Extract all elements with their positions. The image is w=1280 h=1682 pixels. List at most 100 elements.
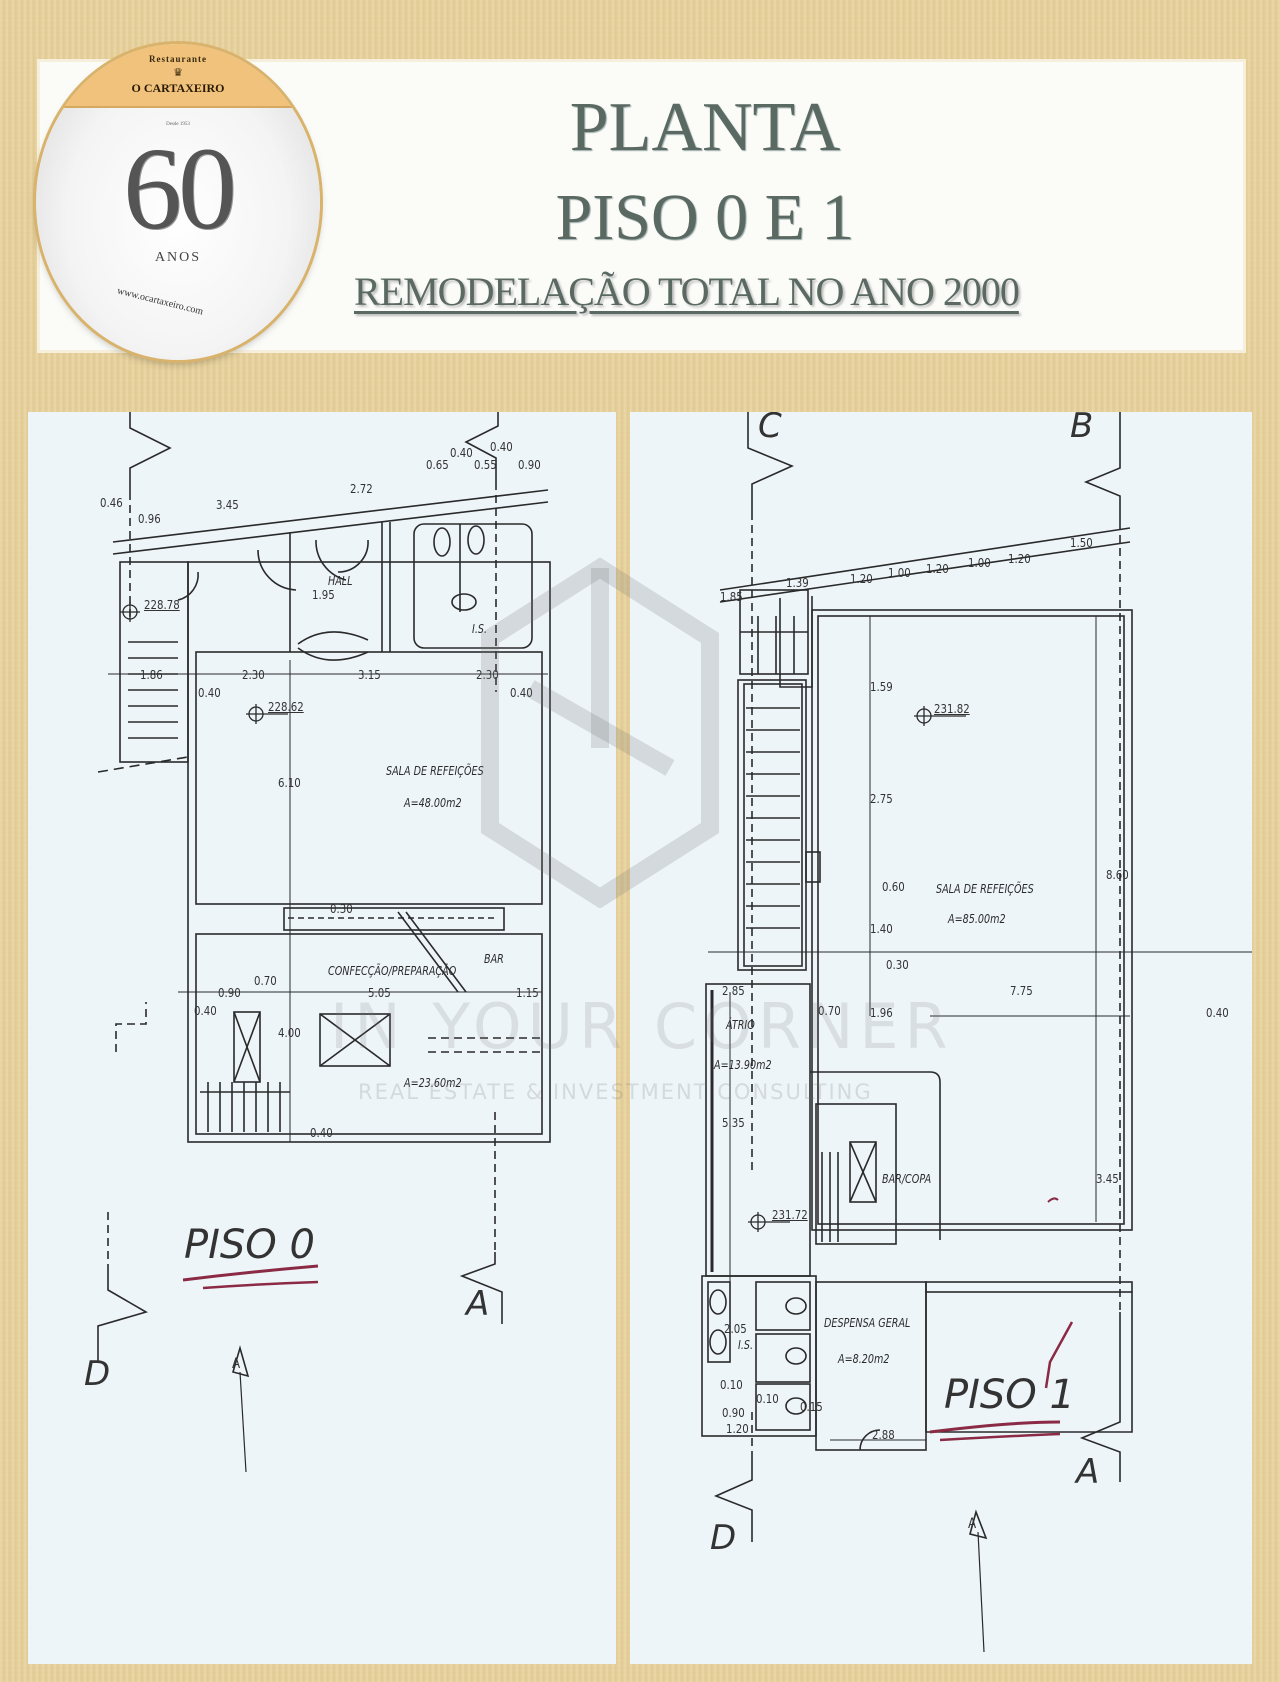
crown-icon: ♛ xyxy=(173,67,183,79)
room-area-sala-refeicoes: A=85.00m2 xyxy=(948,912,1006,926)
logo-band xyxy=(36,44,320,108)
page-subtitle-floors: PISO 0 E 1 xyxy=(555,181,855,254)
restaurant-logo-plate: Restaurante ♛ O CARTAXEIRO Desde 1953 60… xyxy=(36,44,320,360)
level-mark: 231.72 xyxy=(772,1208,808,1222)
room-area-atrio: A=13.90m2 xyxy=(714,1058,772,1072)
dimension-label: 1.95 xyxy=(312,588,335,602)
dimension-label: 3.45 xyxy=(1096,1172,1119,1186)
logo-website: www.ocartaxeiro.com xyxy=(115,285,205,318)
section-mark-a: A xyxy=(1076,1452,1100,1492)
dimension-label: 1.96 xyxy=(870,1006,893,1020)
floor0-drawing xyxy=(97,412,551,1473)
dimension-label: 1.20 xyxy=(1008,552,1031,566)
room-label-bar-copa: BAR/COPA xyxy=(882,1172,932,1186)
dimension-label: 1.59 xyxy=(870,680,893,694)
watermark-text: IN YOUR CORNER xyxy=(330,990,954,1063)
room-label-hall: HALL xyxy=(328,574,353,588)
floor1-drawing xyxy=(701,412,1252,1653)
dimension-label: 0.40 xyxy=(198,686,221,700)
level-mark: 231.82 xyxy=(934,702,970,716)
dimension-label: 0.96 xyxy=(138,512,161,526)
dimension-label: 2.72 xyxy=(350,482,373,496)
room-label-atrio: ÁTRIO xyxy=(726,1018,755,1032)
dimension-label: 2.75 xyxy=(870,792,893,806)
section-mark-d: D xyxy=(84,1354,111,1394)
dimension-label: 0.30 xyxy=(886,958,909,972)
dimension-label: 0.60 xyxy=(882,880,905,894)
dimension-label: 8.60 xyxy=(1106,868,1129,882)
dimension-label: 2.88 xyxy=(872,1428,895,1442)
room-label-is: I.S. xyxy=(472,622,488,636)
page-title: PLANTA xyxy=(569,89,841,166)
dimension-label: 0.90 xyxy=(518,458,541,472)
section-mark-a: A xyxy=(466,1284,490,1324)
dimension-label: 2.30 xyxy=(242,668,265,682)
dimension-label: 1.85 xyxy=(720,590,743,604)
floor-label-piso-0: PISO 0 xyxy=(184,1222,315,1268)
dimension-label: 3.15 xyxy=(358,668,381,682)
page-subtitle-remodel: REMODELAÇÃO TOTAL NO ANO 2000 xyxy=(354,269,1020,314)
dimension-label: 0.70 xyxy=(254,974,277,988)
north-arrow-mark: A xyxy=(232,1356,241,1372)
room-label-bar: BAR xyxy=(484,952,504,966)
dimension-label: 0.46 xyxy=(100,496,123,510)
floor-label-piso-1: PISO 1 xyxy=(944,1372,1075,1418)
dimension-label: 2.30 xyxy=(476,668,499,682)
level-mark: 228.62 xyxy=(268,700,304,714)
room-label-confeccao: CONFECÇÃO/PREPARAÇÃO xyxy=(328,964,457,978)
dimension-label: 6.10 xyxy=(278,776,301,790)
room-label-sala-refeicoes: SALA DE REFEIÇÕES xyxy=(386,764,484,778)
dimension-label: 1.20 xyxy=(726,1422,749,1436)
dimension-label: 7.75 xyxy=(1010,984,1033,998)
dimension-label: 0.10 xyxy=(756,1392,779,1406)
dimension-label: 1.00 xyxy=(888,566,911,580)
dimension-label: 0.40 xyxy=(490,440,513,454)
dimension-label: 0.70 xyxy=(818,1004,841,1018)
section-mark-b: B xyxy=(1070,412,1094,446)
room-label-is: I.S. xyxy=(738,1338,754,1352)
dimension-label: 1.20 xyxy=(926,562,949,576)
dimension-label: 1.50 xyxy=(1070,536,1093,550)
watermark-logo-icon xyxy=(481,557,719,908)
logo-years-label: ANOS xyxy=(154,250,202,265)
room-label-despensa-geral: DESPENSA GERAL xyxy=(824,1316,911,1330)
dimension-label: 0.30 xyxy=(330,902,353,916)
room-area-despensa-geral: A=8.20m2 xyxy=(838,1352,890,1366)
logo-years-number: 60 xyxy=(123,123,237,254)
dimension-label: 0.10 xyxy=(720,1378,743,1392)
dimension-label: 0.65 xyxy=(426,458,449,472)
dimension-label: 0.90 xyxy=(722,1406,745,1420)
dimension-label: 5.35 xyxy=(722,1116,745,1130)
floor-plan-piso-1: 1.85 1.39 1.20 1.00 1.20 1.00 1.20 1.50 … xyxy=(630,412,1252,1664)
dimension-label: 1.39 xyxy=(786,576,809,590)
dimension-label: 0.40 xyxy=(510,686,533,700)
room-area-kitchen: A=23.60m2 xyxy=(404,1076,462,1090)
dimension-label: 1.15 xyxy=(516,986,539,1000)
dimension-label: 2.85 xyxy=(722,984,745,998)
section-mark-d: D xyxy=(710,1518,737,1558)
dimension-label: 1.20 xyxy=(850,572,873,586)
dimension-label: 3.45 xyxy=(216,498,239,512)
dimension-label: 4.00 xyxy=(278,1026,301,1040)
dimension-label: 1.86 xyxy=(140,668,163,682)
dimension-label: 0.90 xyxy=(218,986,241,1000)
section-mark-c: C xyxy=(758,412,782,446)
floor-plan-piso-0: 0.46 0.96 3.45 2.72 0.65 0.40 0.55 0.40 … xyxy=(28,412,616,1664)
dimension-label: 0.40 xyxy=(194,1004,217,1018)
dimension-label: 0.40 xyxy=(310,1126,333,1140)
room-label-sala-refeicoes: SALA DE REFEIÇÕES xyxy=(936,882,1034,896)
dimension-label: 5.05 xyxy=(368,986,391,1000)
dimension-label: 1.00 xyxy=(968,556,991,570)
room-area-sala-refeicoes: A=48.00m2 xyxy=(404,796,462,810)
dimension-label: 0.15 xyxy=(800,1400,823,1414)
level-mark: 228.78 xyxy=(144,598,180,612)
logo-restaurant-label: Restaurante xyxy=(149,54,207,64)
dimension-label: 0.55 xyxy=(474,458,497,472)
logo-name: O CARTAXEIRO xyxy=(131,81,225,95)
dimension-label: 1.40 xyxy=(870,922,893,936)
dimension-label: 0.40 xyxy=(450,446,473,460)
dimension-label: 0.40 xyxy=(1206,1006,1229,1020)
logo-since: Desde 1953 xyxy=(166,122,190,127)
dimension-label: 2.05 xyxy=(724,1322,747,1336)
north-arrow-mark: A xyxy=(968,1516,977,1532)
